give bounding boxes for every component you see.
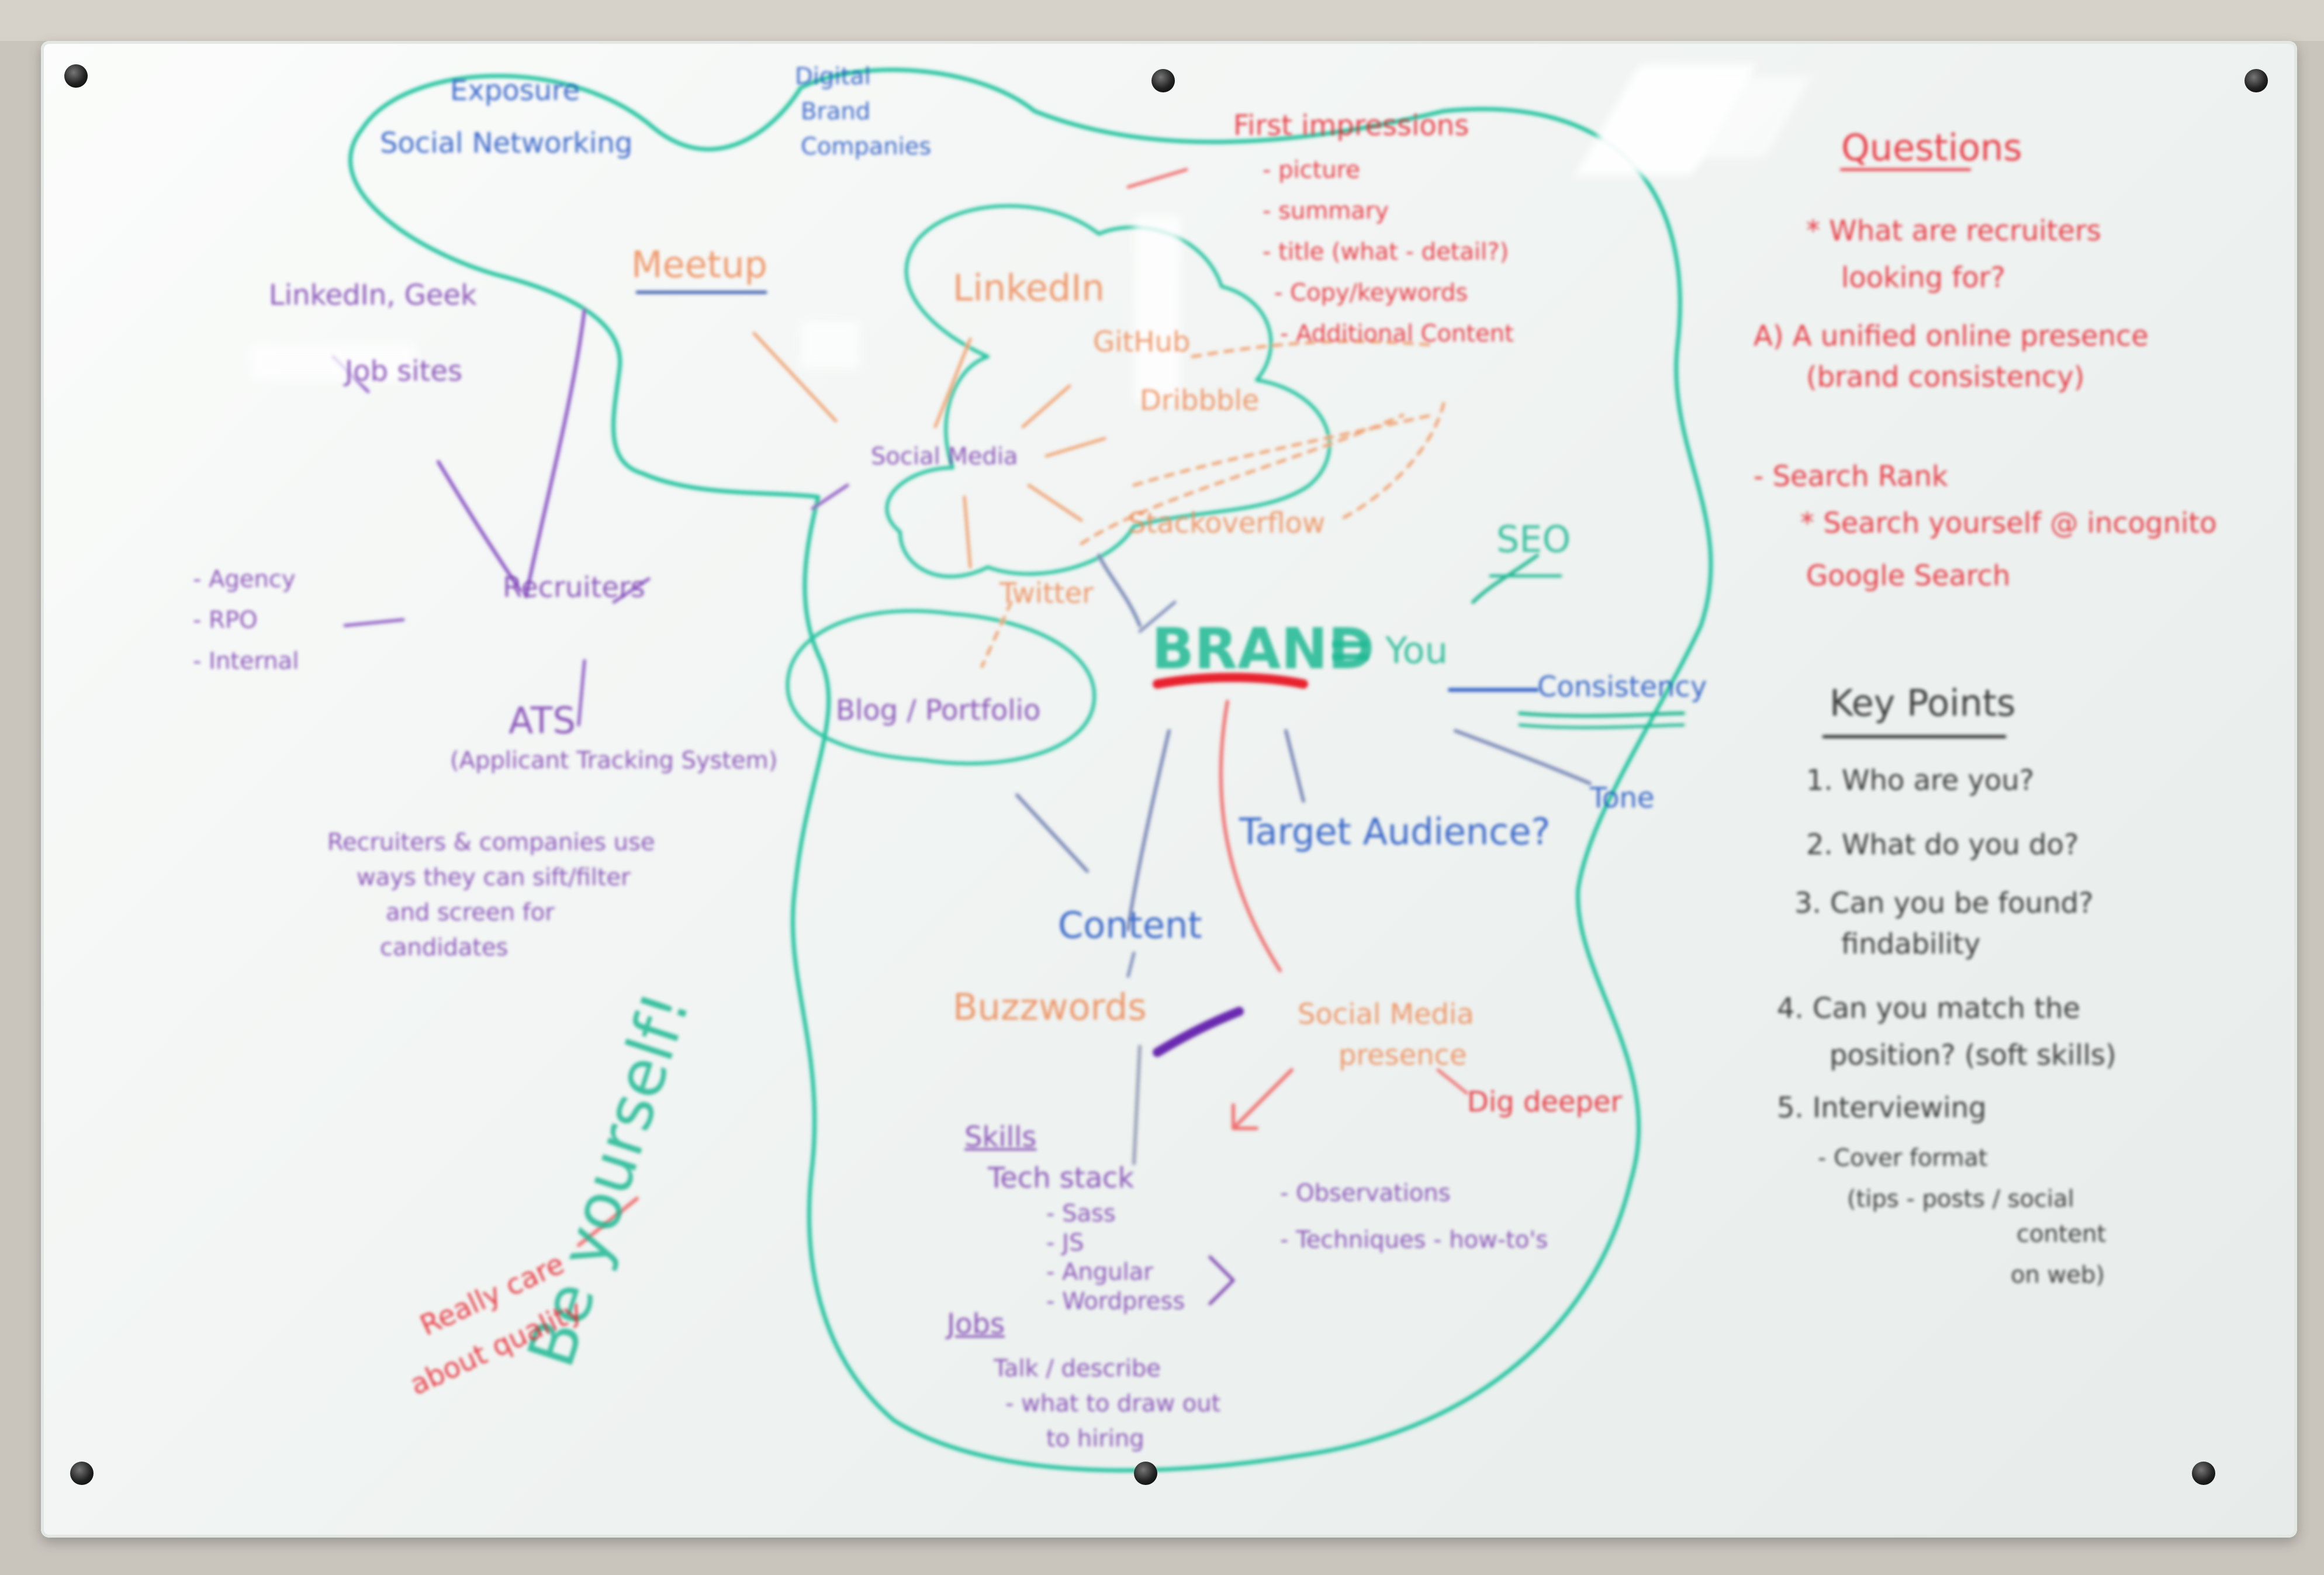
github-label: GitHub [1093, 326, 1191, 358]
skills-label: Skills [964, 1121, 1037, 1153]
tech-stack-label: Tech stack [988, 1162, 1135, 1194]
buzzwords-label: Buzzwords [953, 986, 1147, 1028]
you-label: You [1385, 629, 1448, 672]
linkedin-label: LinkedIn [953, 267, 1105, 309]
first-impressions-item-5: - Additional Content [1280, 320, 1514, 347]
wall [0, 0, 2324, 41]
questions-item-3: A) A unified online presence [1754, 320, 2149, 353]
social-media-label: Social Media [871, 443, 1018, 470]
mounting-screw [2245, 69, 2268, 92]
digital-label: Digital [795, 63, 871, 90]
seo-label: SEO [1496, 518, 1571, 561]
questions-item-1: * What are recruiters [1806, 215, 2101, 247]
key-point-1: 1. Who are you? [1806, 764, 2035, 797]
jobs-item-2: - what to draw out [1005, 1390, 1221, 1417]
target-audience-label: Target Audience? [1239, 810, 1551, 853]
first-impressions-item-4: - Copy/keywords [1274, 279, 1468, 306]
first-impressions-title: First impressions [1233, 109, 1469, 142]
light-glare [1134, 216, 1181, 403]
questions-item-7: Google Search [1806, 559, 2011, 592]
job-sites-label: Job sites [345, 355, 462, 388]
light-glare [801, 322, 859, 368]
techniques-label: - Techniques - how-to's [1280, 1227, 1548, 1253]
jobs-item-1: Talk / describe [994, 1355, 1161, 1382]
key-point-5: 5. Interviewing [1777, 1092, 1987, 1124]
mounting-screw [70, 1462, 94, 1485]
questions-item-4: (brand consistency) [1806, 361, 2085, 393]
teal-cloud-outline [348, 68, 1713, 1473]
companies-label: Companies [801, 133, 932, 160]
mounting-screw [1134, 1462, 1157, 1485]
consistency-label: Consistency [1537, 671, 1707, 703]
tone-label: Tone [1590, 782, 1655, 814]
key-point-2: 2. What do you do? [1806, 828, 2079, 861]
linkedin-geek-label: LinkedIn, Geek [269, 279, 477, 312]
key-point-5-sub-4: on web) [2011, 1262, 2105, 1289]
stack-item-4: - Wordpress [1046, 1288, 1185, 1315]
key-points-title: Key Points [1830, 682, 2016, 724]
equals-sign: = [1327, 616, 1374, 682]
questions-item-6: * Search yourself @ incognito [1800, 507, 2217, 540]
key-point-4-sub: position? (soft skills) [1830, 1039, 2116, 1072]
key-point-5-sub-2: (tips - posts / social [1847, 1186, 2074, 1213]
stack-item-3: - Angular [1046, 1259, 1153, 1286]
ats-label: ATS [509, 699, 576, 742]
recruiters-label: Recruiters [503, 571, 645, 604]
social-media-presence-line-2: presence [1339, 1039, 1467, 1072]
key-point-4: 4. Can you match the [1777, 992, 2080, 1025]
ats-note-line-2: ways they can sift/filter [357, 864, 631, 891]
jobs-item-3: to hiring [1046, 1425, 1144, 1452]
blog-portfolio-label: Blog / Portfolio [836, 694, 1041, 727]
ats-full-label: (Applicant Tracking System) [450, 747, 778, 774]
dribbble-label: Dribbble [1140, 384, 1260, 417]
ats-note-line-1: Recruiters & companies use [327, 829, 655, 856]
ats-note-line-3: and screen for [386, 899, 555, 926]
light-glare [251, 345, 415, 380]
social-networking-label: Social Networking [380, 127, 633, 160]
first-impressions-item-2: - summary [1263, 198, 1389, 224]
first-impressions-item-1: - picture [1263, 157, 1360, 184]
recruiter-type-internal: - Internal [193, 648, 299, 675]
stack-item-2: - JS [1046, 1229, 1084, 1256]
key-point-5-sub-3: content [2017, 1221, 2107, 1248]
jobs-label: Jobs [947, 1308, 1005, 1341]
stackoverflow-label: Stackoverflow [1128, 507, 1326, 540]
key-point-3: 3. Can you be found? [1794, 887, 2094, 920]
whiteboard: Exposure Social Networking Meetup Linked… [41, 41, 2297, 1538]
questions-item-5: - Search Rank [1754, 460, 1948, 493]
mounting-screw [2192, 1462, 2215, 1485]
marker-strokes [331, 68, 2007, 1473]
meetup-label: Meetup [631, 243, 767, 286]
ats-note-line-4: candidates [380, 934, 509, 961]
questions-title: Questions [1841, 126, 2022, 169]
blog-bubble-outline [786, 609, 1096, 765]
key-point-3-sub: findability [1841, 928, 1981, 961]
social-media-presence-line-1: Social Media [1298, 998, 1474, 1031]
recruiter-type-rpo: - RPO [193, 607, 258, 634]
mounting-screw [64, 64, 88, 88]
questions-item-2: looking for? [1841, 261, 2005, 294]
twitter-label: Twitter [1000, 577, 1094, 610]
observations-label: - Observations [1280, 1180, 1451, 1207]
brand-small-label: Brand [801, 98, 871, 125]
recruiter-type-agency: - Agency [193, 566, 296, 593]
first-impressions-item-3: - title (what - detail?) [1263, 239, 1509, 265]
mounting-screw [1151, 69, 1175, 92]
exposure-label: Exposure [450, 74, 580, 107]
content-label: Content [1058, 904, 1202, 947]
dig-deeper-label: Dig deeper [1467, 1086, 1623, 1118]
key-point-5-sub-1: - Cover format [1818, 1145, 1988, 1172]
stack-item-1: - Sass [1046, 1200, 1116, 1227]
brand-label: BRAND [1151, 616, 1375, 682]
